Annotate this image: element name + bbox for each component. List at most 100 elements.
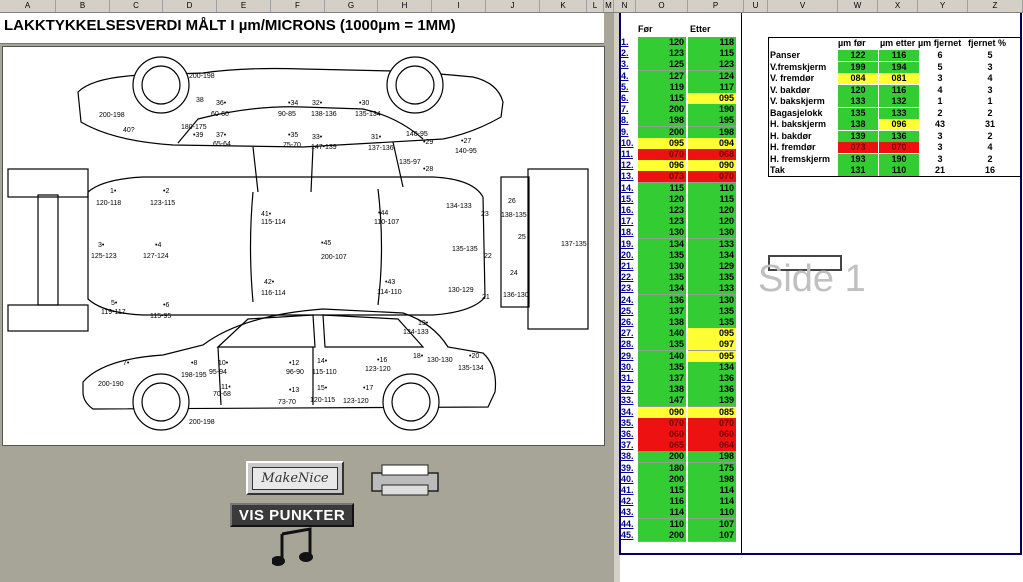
summary-before[interactable]: 073	[838, 142, 878, 153]
summary-after[interactable]: 110	[879, 165, 919, 176]
cell-before[interactable]: 135	[638, 272, 686, 285]
summary-after[interactable]: 116	[879, 50, 919, 61]
cell-before[interactable]: 200	[638, 126, 686, 139]
row-index[interactable]: 39.	[621, 462, 634, 473]
cell-after[interactable]: 124	[688, 70, 736, 83]
row-index[interactable]: 41.	[621, 485, 634, 495]
cell-before[interactable]: 134	[638, 238, 686, 251]
summary-removed[interactable]: 2	[937, 107, 943, 118]
summary-after[interactable]: 132	[879, 96, 919, 107]
cell-before[interactable]: 135	[638, 361, 686, 374]
cell-after[interactable]: 135	[688, 272, 736, 285]
cell-before[interactable]: 120	[638, 37, 686, 49]
cell-after[interactable]: 198	[688, 473, 736, 486]
cell-after[interactable]: 110	[688, 182, 736, 195]
row-index[interactable]: 17.	[621, 216, 634, 227]
make-nice-button[interactable]: MakeNice	[246, 461, 344, 495]
row-index[interactable]: 42.	[621, 496, 634, 507]
summary-label[interactable]: V.fremskjerm	[770, 61, 827, 72]
summary-percent[interactable]: 4	[987, 73, 993, 83]
cell-before[interactable]: 110	[638, 518, 686, 531]
row-index[interactable]: 43.	[621, 507, 634, 518]
vis-punkter-button[interactable]: VIS PUNKTER	[230, 503, 354, 527]
cell-before[interactable]: 147	[638, 395, 686, 408]
cell-after[interactable]: 133	[688, 283, 736, 296]
row-index[interactable]: 38.	[621, 451, 634, 462]
column-header-k[interactable]: K	[540, 0, 587, 12]
cell-before[interactable]: 127	[638, 70, 686, 83]
cell-before[interactable]: 073	[638, 171, 686, 184]
cell-after[interactable]: 070	[688, 417, 736, 430]
cell-after[interactable]: 129	[688, 261, 736, 273]
summary-percent[interactable]: 2	[987, 130, 993, 141]
row-index[interactable]: 20.	[621, 249, 634, 260]
cell-before[interactable]: 125	[638, 59, 686, 72]
cell-after[interactable]: 115	[688, 48, 736, 61]
row-index[interactable]: 8.	[621, 115, 629, 126]
cell-after[interactable]: 130	[688, 227, 736, 240]
summary-after[interactable]: 194	[879, 61, 919, 73]
cell-after[interactable]: 068	[688, 149, 736, 161]
row-index[interactable]: 25.	[621, 305, 634, 316]
row-index[interactable]: 10.	[621, 137, 634, 148]
cell-after[interactable]: 090	[688, 160, 736, 173]
summary-label[interactable]: H. fremdør	[770, 142, 816, 152]
column-header-j[interactable]: J	[486, 0, 540, 12]
row-index[interactable]: 18.	[621, 227, 634, 238]
summary-label[interactable]: H. fremskjerm	[770, 153, 831, 164]
cell-before[interactable]: 115	[638, 485, 686, 497]
row-index[interactable]: 37.	[621, 440, 634, 451]
summary-label[interactable]: V. bakdør	[770, 84, 811, 95]
row-index[interactable]: 32.	[621, 384, 634, 395]
summary-removed[interactable]: 21	[934, 165, 945, 175]
column-header-o[interactable]: O	[636, 0, 688, 12]
summary-before[interactable]: 120	[838, 84, 878, 96]
cell-after[interactable]: 114	[688, 496, 736, 509]
cell-after[interactable]: 114	[688, 485, 736, 497]
cell-before[interactable]: 137	[638, 373, 686, 385]
cell-before[interactable]: 065	[638, 440, 686, 453]
cell-after[interactable]: 107	[688, 518, 736, 531]
summary-removed[interactable]: 43	[934, 119, 945, 129]
cell-after[interactable]: 130	[688, 294, 736, 307]
cell-before[interactable]: 123	[638, 48, 686, 61]
cell-before[interactable]: 180	[638, 462, 686, 475]
cell-before[interactable]: 096	[638, 160, 686, 173]
summary-after[interactable]: 133	[879, 107, 919, 119]
cell-after[interactable]: 095	[688, 350, 736, 363]
summary-before[interactable]: 131	[838, 165, 878, 176]
cell-after[interactable]: 134	[688, 361, 736, 374]
row-index[interactable]: 26.	[621, 317, 634, 327]
cell-before[interactable]: 138	[638, 384, 686, 397]
row-index[interactable]: 29.	[621, 350, 634, 361]
row-index[interactable]: 34.	[621, 406, 634, 417]
summary-label[interactable]: H. bakdør	[770, 130, 812, 141]
cell-before[interactable]: 137	[638, 305, 686, 318]
cell-after[interactable]: 070	[688, 171, 736, 184]
row-index[interactable]: 19.	[621, 238, 634, 249]
summary-after[interactable]: 136	[879, 130, 919, 142]
cell-before[interactable]: 070	[638, 417, 686, 430]
cell-before[interactable]: 135	[638, 339, 686, 352]
cell-before[interactable]: 134	[638, 283, 686, 296]
summary-percent[interactable]: 5	[987, 50, 993, 60]
cell-before[interactable]: 114	[638, 507, 686, 520]
cell-after[interactable]: 136	[688, 373, 736, 385]
summary-removed[interactable]: 5	[937, 61, 943, 72]
cell-after[interactable]: 134	[688, 249, 736, 262]
cell-before[interactable]: 198	[638, 115, 686, 128]
column-header-p[interactable]: P	[688, 0, 744, 12]
column-header-c[interactable]: C	[110, 0, 163, 12]
summary-after[interactable]: 116	[879, 84, 919, 96]
cell-after[interactable]: 115	[688, 193, 736, 206]
cell-before[interactable]: 135	[638, 249, 686, 262]
cell-before[interactable]: 130	[638, 227, 686, 240]
summary-after[interactable]: 190	[879, 153, 919, 165]
summary-label[interactable]: V. fremdør	[770, 73, 815, 83]
column-header-d[interactable]: D	[163, 0, 217, 12]
row-index[interactable]: 31.	[621, 373, 634, 383]
music-note-icon[interactable]	[272, 526, 316, 568]
summary-before[interactable]: 122	[838, 50, 878, 61]
cell-before[interactable]: 120	[638, 193, 686, 206]
cell-before[interactable]: 119	[638, 81, 686, 94]
